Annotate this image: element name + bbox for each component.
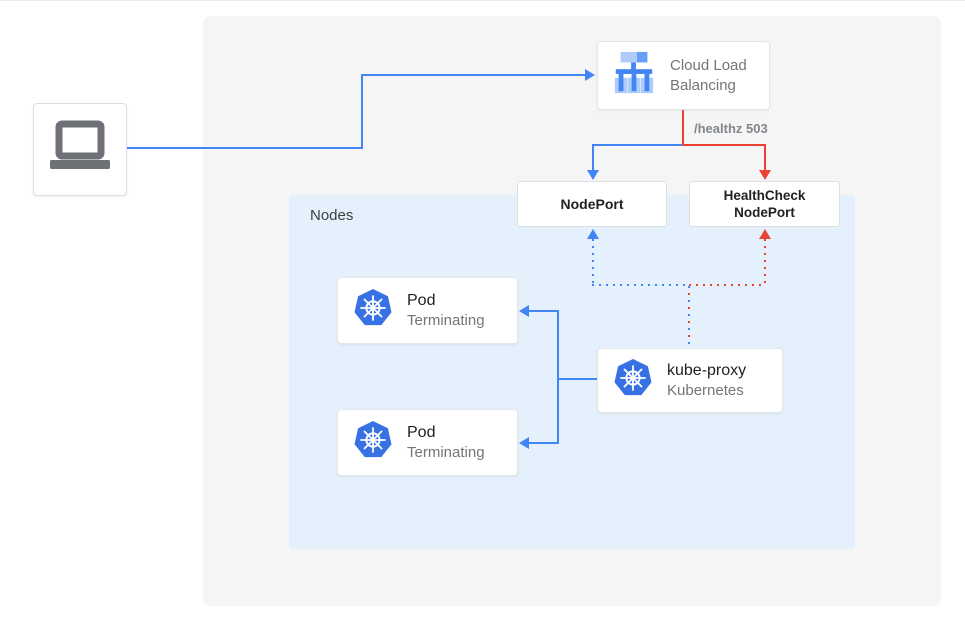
nodes-group-label: Nodes	[310, 207, 354, 224]
arrowhead-into-healthcheck-nodeport	[759, 170, 771, 180]
healthcheck-nodeport-label-line2: NodePort	[734, 205, 795, 220]
connector-pods-vertical	[557, 310, 559, 444]
dotted-red-horizontal	[689, 284, 766, 286]
arrowhead-into-pod2	[519, 437, 529, 449]
pod1-node: Pod Terminating	[337, 277, 518, 344]
pod1-status: Terminating	[407, 312, 485, 329]
arrowhead-dotted-into-nodeport	[587, 229, 599, 239]
arrowhead-into-load-balancer	[585, 69, 595, 81]
healthz-status-label: /healthz 503	[694, 121, 768, 136]
dotted-blue-vertical	[592, 239, 594, 285]
arrowhead-dotted-into-healthcheck	[759, 229, 771, 239]
load-balancer-icon	[611, 51, 657, 100]
arrowhead-into-nodeport	[587, 170, 599, 180]
dotted-blue-horizontal	[592, 284, 689, 286]
dotted-mixed-vertical-from-kube-proxy	[688, 286, 690, 346]
connector-into-pod2	[529, 442, 559, 444]
nodeport-node: NodePort	[517, 181, 667, 227]
healthcheck-nodeport-label-line1: HealthCheck	[723, 188, 806, 203]
nodeport-label: NodePort	[560, 196, 624, 212]
healthcheck-nodeport-node: HealthCheck NodePort	[689, 181, 840, 227]
arrowhead-into-pod1	[519, 305, 529, 317]
pod1-title: Pod	[407, 292, 436, 309]
connector-branch-blue-vertical	[592, 144, 594, 171]
dotted-red-vertical	[764, 239, 766, 285]
connector-branch-red-vertical	[764, 144, 766, 171]
pod2-title: Pod	[407, 424, 436, 441]
client-node	[33, 103, 127, 196]
cloud-load-balancing-node: Cloud Load Balancing	[597, 41, 770, 110]
kube-proxy-node: kube-proxy Kubernetes	[597, 348, 783, 413]
connector-client-to-lb-segment2	[361, 74, 363, 149]
load-balancer-label-line1: Cloud Load	[670, 56, 747, 74]
kubernetes-icon	[353, 288, 393, 333]
pod2-node: Pod Terminating	[337, 409, 518, 476]
connector-lb-healthcheck-vertical	[682, 110, 684, 146]
connector-into-pod1	[529, 310, 559, 312]
pod2-status: Terminating	[407, 444, 485, 461]
kubernetes-icon	[353, 420, 393, 465]
connector-branch-red-horizontal	[682, 144, 766, 146]
connector-kube-proxy-horizontal	[558, 378, 599, 380]
kube-proxy-subtitle: Kubernetes	[667, 382, 744, 399]
connector-client-to-lb-segment3	[361, 74, 586, 76]
load-balancer-label-line2: Balancing	[670, 76, 736, 94]
connector-client-to-lb-segment1	[127, 147, 363, 149]
kubernetes-icon	[613, 358, 653, 403]
kube-proxy-title: kube-proxy	[667, 362, 747, 379]
connector-branch-blue-horizontal	[592, 144, 684, 146]
page-top-divider	[0, 0, 965, 1]
laptop-icon	[47, 119, 113, 180]
